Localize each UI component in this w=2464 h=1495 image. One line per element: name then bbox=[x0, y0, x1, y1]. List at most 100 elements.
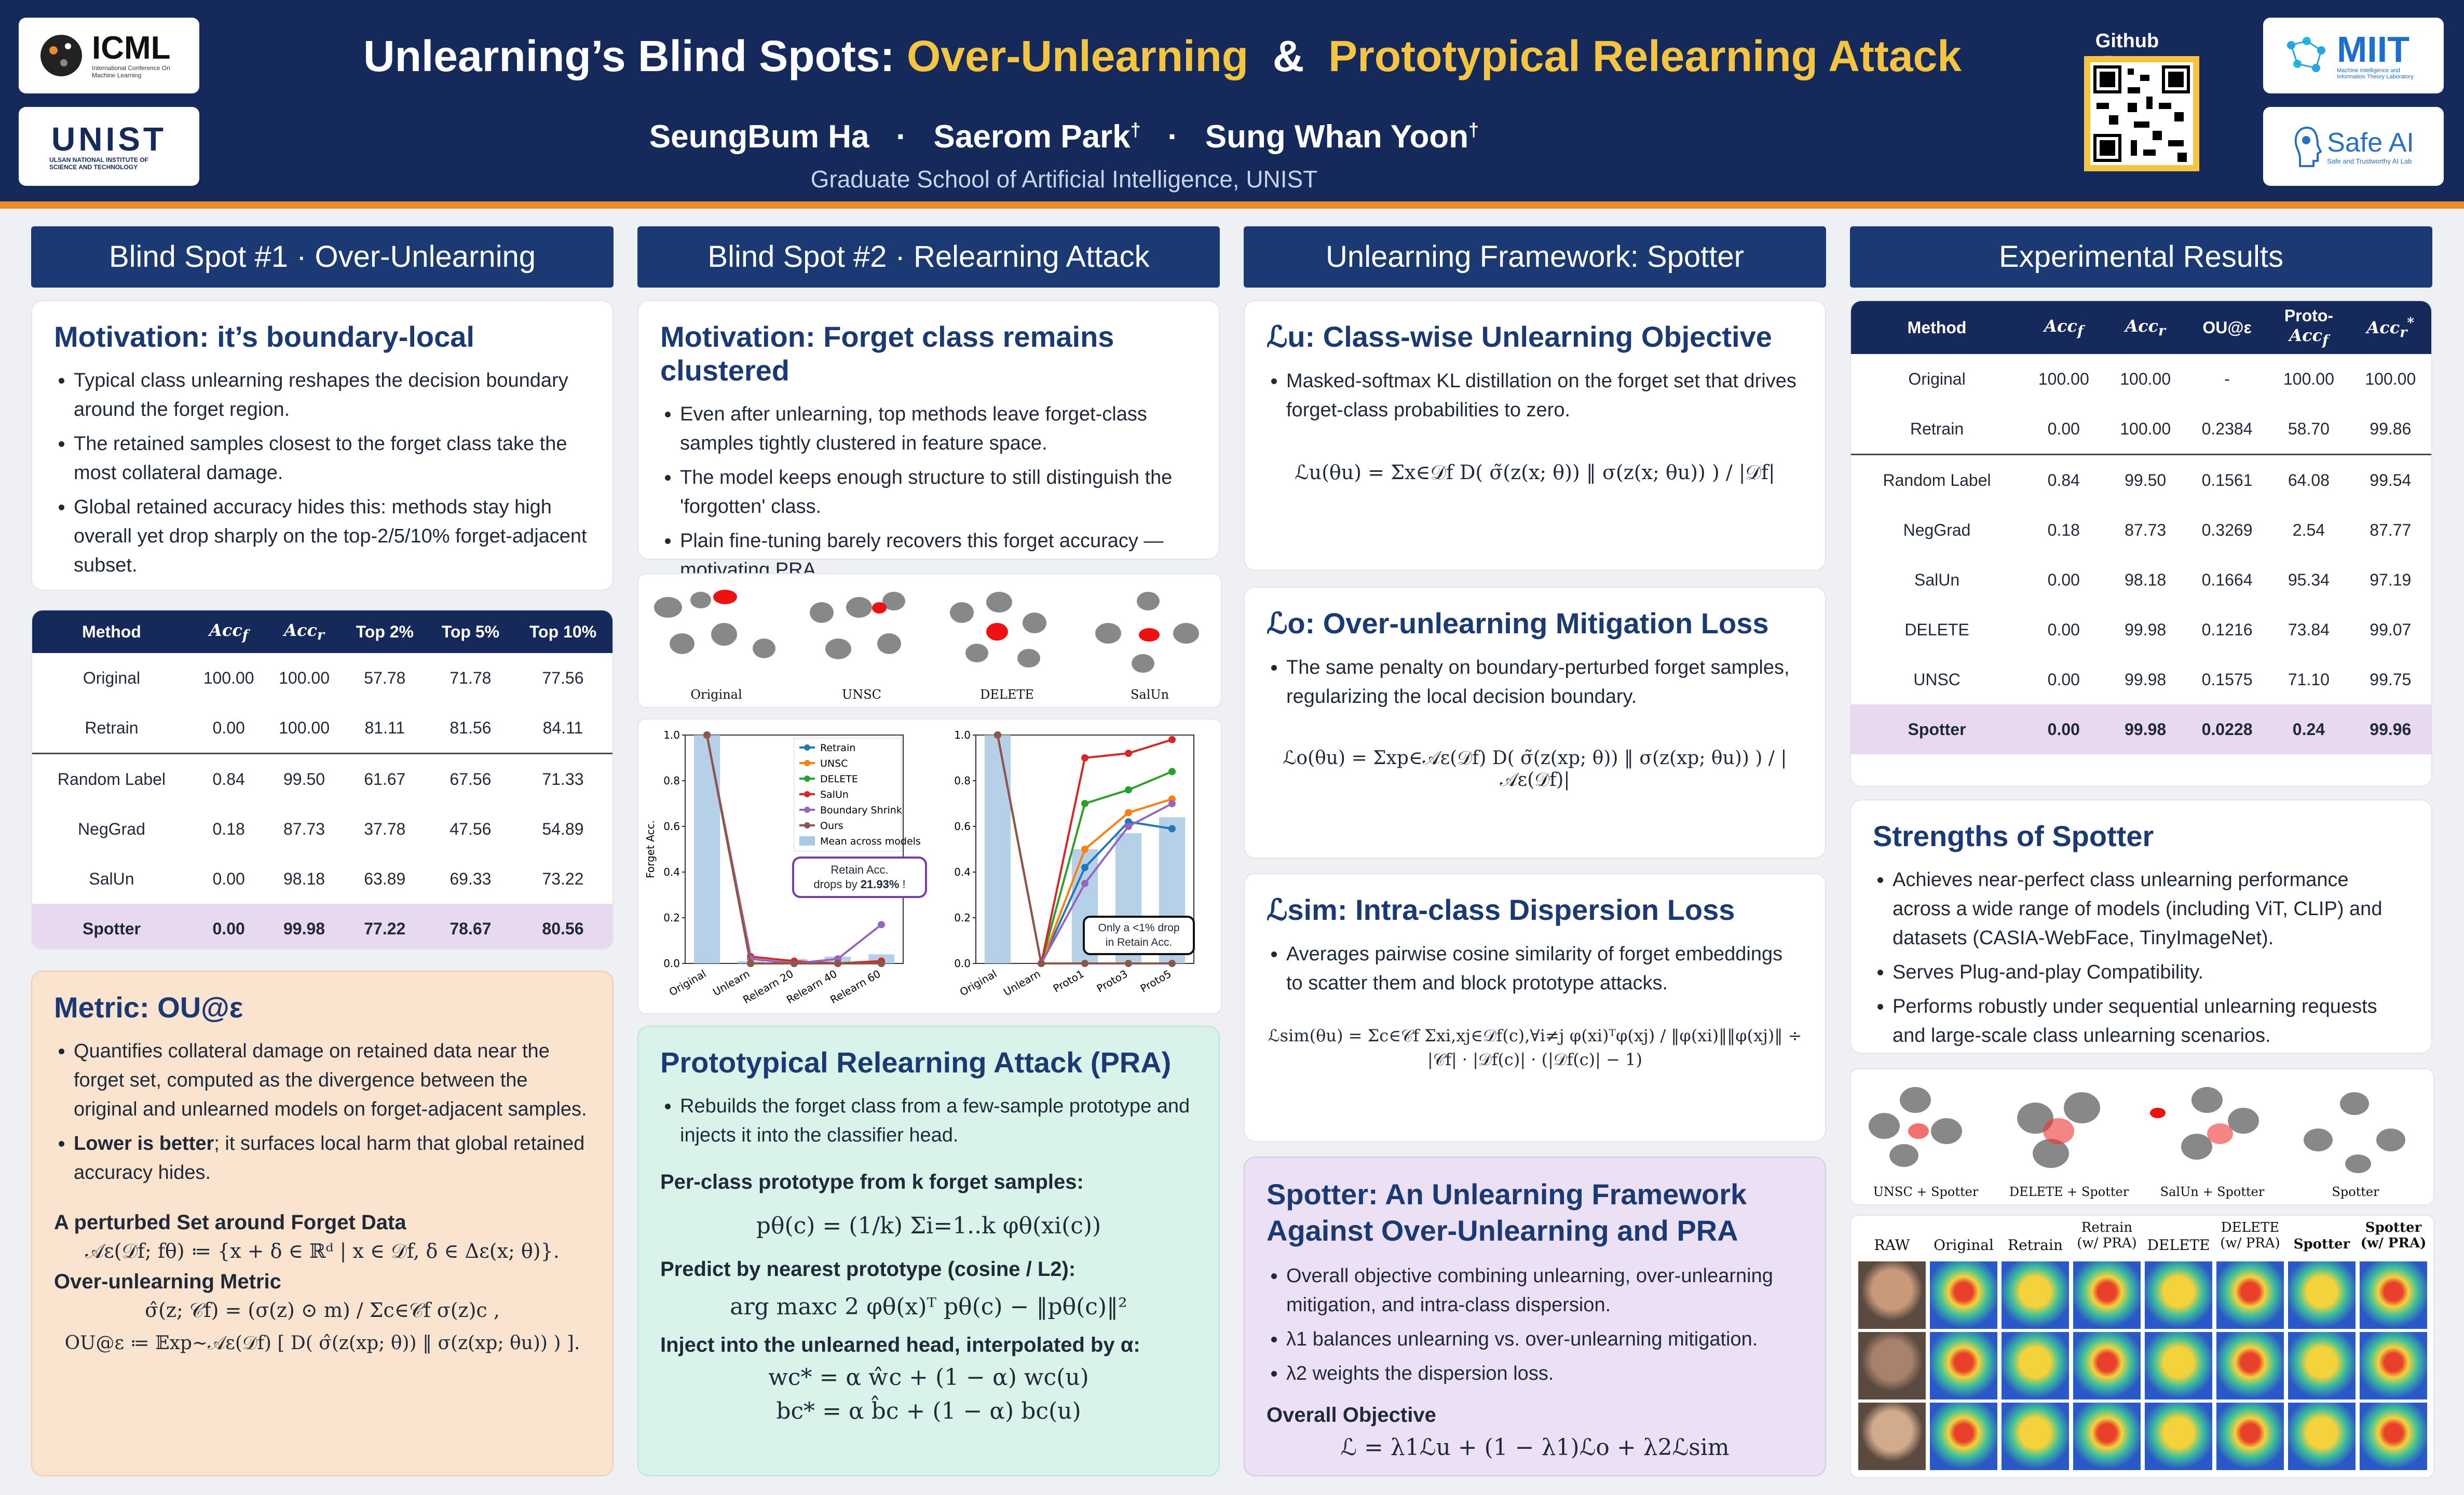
gradcam-header: Retrain bbox=[2008, 1236, 2063, 1254]
table-cell: 0.00 bbox=[2023, 704, 2105, 754]
lu-card: ℒu: Class-wise Unlearning Objective Mask… bbox=[1244, 300, 1826, 571]
legend-label: Retrain bbox=[820, 742, 855, 754]
tsne-cluster bbox=[1017, 649, 1040, 668]
retain-drop-annotation: Retain Acc. drops by 21.93% ! bbox=[792, 857, 927, 898]
safe-ai-head-icon bbox=[2294, 126, 2322, 167]
results-table: Method Accf Accr OU@ε Proto-Accf Accr* O… bbox=[1851, 301, 2431, 754]
data-point bbox=[1168, 825, 1176, 833]
gradcam-heatmap bbox=[2360, 1261, 2427, 1329]
tsne-forget-cluster bbox=[713, 590, 737, 604]
pra-predict-equation: arg maxc 2 φθ(x)ᵀ pθ(c) − ‖pθ(c)‖² bbox=[730, 1294, 1127, 1320]
tsne-cluster bbox=[2033, 1139, 2069, 1168]
gradcam-heatmap bbox=[2002, 1403, 2069, 1470]
table-cell: 47.56 bbox=[450, 819, 492, 838]
lsim-equation: ℒsim(θu) = Σc∈𝒞f Σxi,xj∈𝒟f(c),∀i≠j φ(xi)… bbox=[1268, 1026, 1802, 1069]
legend-marker bbox=[804, 791, 810, 797]
y-tick-label: 0.6 bbox=[663, 820, 680, 833]
table-cell: 87.77 bbox=[2370, 520, 2412, 539]
author-sep: · bbox=[1167, 119, 1179, 155]
list-item: λ1 balances unlearning vs. over-unlearni… bbox=[1286, 1325, 1803, 1354]
table-cell: 78.67 bbox=[427, 904, 513, 949]
col2-motivation-title: Motivation: Forget class remains cluster… bbox=[660, 320, 1114, 387]
pra-list: Rebuilds the forget class from a few-sam… bbox=[660, 1092, 1197, 1150]
table-cell: 81.56 bbox=[450, 718, 492, 737]
y-tick-label: 1.0 bbox=[663, 729, 680, 741]
table-cell: 0.1561 bbox=[2186, 454, 2268, 505]
title-pra: Prototypical Relearning Attack bbox=[1328, 32, 1962, 80]
gradcam-heatmap bbox=[2288, 1261, 2356, 1329]
tsne-forget-cluster bbox=[872, 602, 887, 614]
table-cell: 37.78 bbox=[364, 819, 406, 838]
safe-ai-logo: Safe AI Safe and Trustworthy AI Lab bbox=[2263, 107, 2444, 186]
legend-swatch bbox=[799, 836, 815, 846]
tsne-cluster bbox=[1137, 592, 1160, 610]
table-cell: 0.2384 bbox=[2201, 419, 2253, 438]
table-cell: 99.54 bbox=[2349, 454, 2431, 505]
annotation-line-1: Retain Acc. bbox=[831, 863, 889, 876]
tsne-forget-points bbox=[1908, 1123, 1929, 1139]
table-cell: 0.1216 bbox=[2201, 620, 2253, 639]
col2-motivation-list: Even after unlearning, top methods leave… bbox=[660, 400, 1197, 585]
list-item: The retained samples closest to the forg… bbox=[74, 429, 591, 487]
pra-inject-equation-b: bc* = α b̂c + (1 − α) bc(u) bbox=[776, 1398, 1081, 1424]
table-cell: Original bbox=[1908, 369, 1966, 388]
title-over-unlearning: Over-Unlearning bbox=[906, 32, 1249, 80]
x-tick-label: Proto5 bbox=[1138, 968, 1174, 995]
raw-face-image bbox=[1858, 1261, 1926, 1329]
tsne-cluster bbox=[1173, 623, 1199, 644]
icml-logo-text: ICML bbox=[92, 30, 171, 66]
table-cell: Original bbox=[83, 668, 141, 687]
gradcam-header: Retrain (w/ PRA) bbox=[2077, 1220, 2137, 1251]
table-header: Method bbox=[1851, 301, 2023, 354]
list-item: Quantifies collateral damage on retained… bbox=[74, 1037, 591, 1124]
y-tick-label: 0.6 bbox=[954, 820, 971, 833]
table-cell: Spotter bbox=[32, 904, 191, 949]
lo-title: ℒo: Over-unlearning Mitigation Loss bbox=[1267, 607, 1769, 640]
list-item: Serves Plug-and-play Compatibility. bbox=[1893, 958, 2409, 987]
table-cell: 95.34 bbox=[2288, 570, 2330, 589]
list-item: Achieves near-perfect class unlearning p… bbox=[1893, 865, 2409, 953]
table-cell: 57.78 bbox=[364, 668, 406, 687]
tsne-plot bbox=[2002, 1077, 2136, 1180]
table-cell: 64.08 bbox=[2268, 454, 2350, 505]
col2-motivation-card: Motivation: Forget class remains cluster… bbox=[637, 300, 1220, 581]
tsne-cluster bbox=[2191, 1087, 2223, 1113]
pra-proto-title: Per-class prototype from k forget sample… bbox=[660, 1171, 1084, 1193]
data-point bbox=[703, 731, 711, 739]
title-main: Unlearning’s Blind Spots: bbox=[363, 32, 895, 80]
table-cell: 81.11 bbox=[364, 718, 405, 737]
spotter-card: Spotter: An Unlearning Framework Against… bbox=[1244, 1157, 1826, 1476]
tsne-forget-cluster bbox=[2150, 1108, 2166, 1118]
metric-bold-text: Lower is better bbox=[74, 1133, 214, 1154]
ou-metric-equation-2: OU@ε ≔ 𝔼xp∼𝒜ε(𝒟f) [ D( σ̂(z(xp; θ)) ‖ σ(… bbox=[64, 1333, 580, 1354]
list-item: The same penalty on boundary-perturbed f… bbox=[1286, 653, 1803, 711]
legend-label: SalUn bbox=[820, 789, 849, 800]
pra-predict-title: Predict by nearest prototype (cosine / L… bbox=[660, 1258, 1076, 1281]
gradcam-header: DELETE bbox=[2147, 1236, 2210, 1254]
col1-motivation-card: Motivation: it’s boundary-local Typical … bbox=[31, 300, 614, 591]
col4-heading: Experimental Results bbox=[1850, 226, 2432, 288]
data-point bbox=[791, 960, 798, 967]
table-cell: 67.56 bbox=[427, 753, 513, 804]
table-cell: 63.89 bbox=[364, 869, 406, 888]
annotation-line-1: Only a <1% drop bbox=[1098, 922, 1180, 934]
data-point bbox=[747, 960, 754, 967]
github-qr-code[interactable] bbox=[2084, 56, 2199, 171]
list-item: Global retained accuracy hides this: met… bbox=[74, 493, 591, 580]
table-cell: 0.00 bbox=[190, 904, 267, 949]
overall-objective-equation: ℒ = λ1ℒu + (1 − λ1)ℒo + λ2ℒsim bbox=[1340, 1434, 1730, 1461]
mean-bar bbox=[693, 735, 720, 963]
table-cell: 69.33 bbox=[450, 869, 492, 888]
unist-logo-subtext: ULSAN NATIONAL INSTITUTE OF SCIENCE AND … bbox=[49, 156, 148, 171]
table-header: Proto-Accf bbox=[2268, 301, 2350, 354]
tsne-cluster bbox=[711, 623, 737, 646]
table-header: Method bbox=[32, 610, 191, 653]
lsim-list: Averages pairwise cosine similarity of f… bbox=[1267, 940, 1803, 998]
miit-logo-text: MIIT bbox=[2337, 29, 2409, 70]
gradcam-heatmap bbox=[2216, 1332, 2284, 1399]
table-cell: 77.56 bbox=[542, 668, 584, 687]
